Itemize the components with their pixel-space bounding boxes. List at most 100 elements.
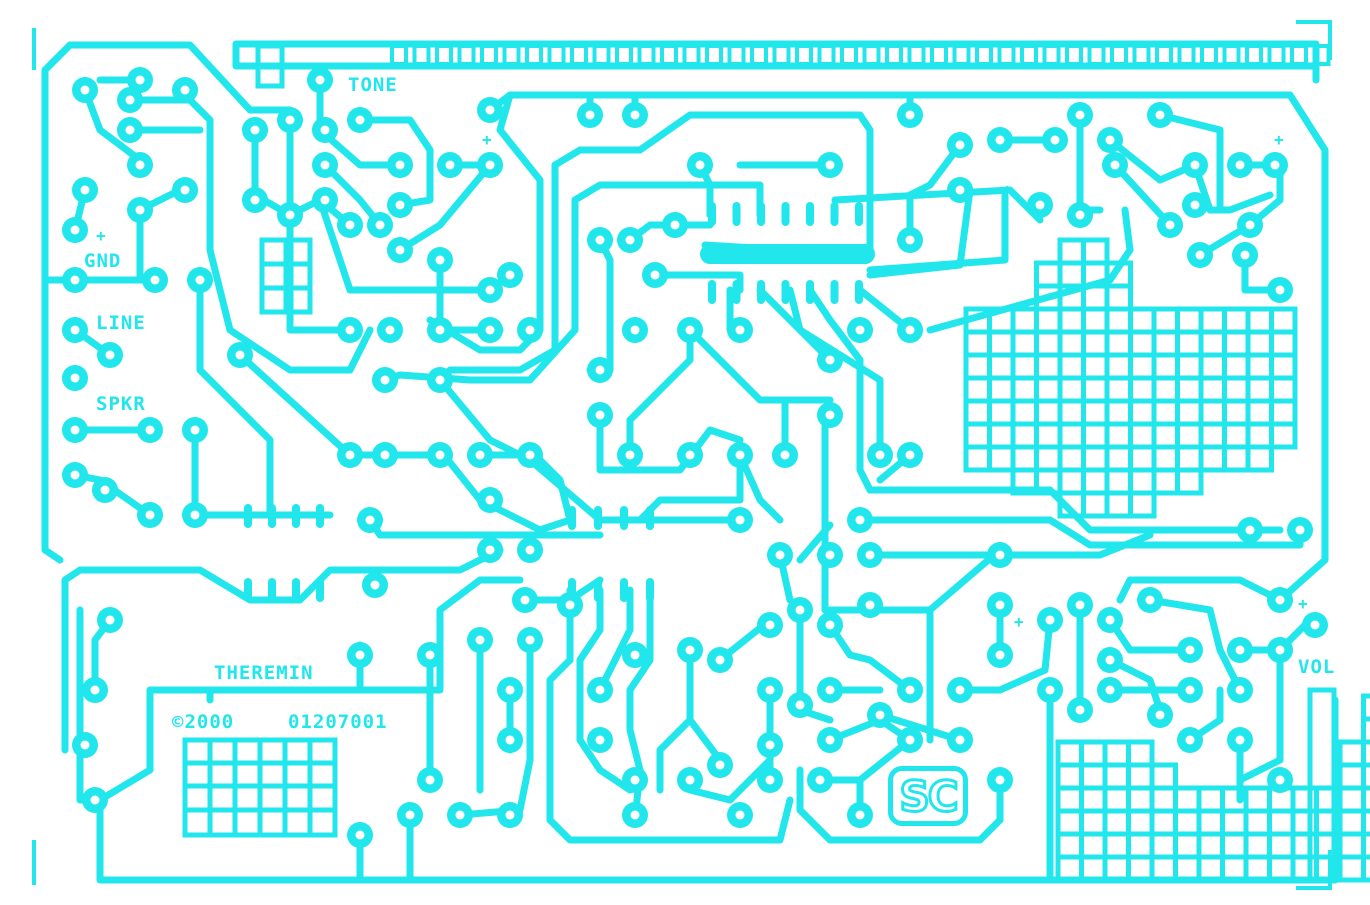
pad-grid-bottom-right: [1055, 687, 1370, 883]
via-hole: [1035, 200, 1045, 210]
via-hole: [320, 160, 330, 170]
via-pads: [62, 67, 1328, 848]
grid-cell: [1151, 444, 1180, 473]
grid-cell: [1173, 785, 1202, 814]
grid-cell: [1361, 716, 1370, 745]
via-hole: [505, 810, 515, 820]
via-hole: [995, 775, 1005, 785]
via-hole: [630, 810, 640, 820]
grid-cell: [1128, 375, 1157, 404]
bus-cell: [997, 44, 1016, 66]
grid-cell: [1269, 306, 1298, 335]
via-hole: [875, 710, 885, 720]
via-hole: [105, 615, 115, 625]
via-hole: [595, 235, 605, 245]
via-hole: [135, 205, 145, 215]
bus-cell: [1110, 44, 1128, 66]
via-hole: [145, 425, 155, 435]
via-hole: [90, 685, 100, 695]
via-hole: [485, 325, 495, 335]
via-hole: [995, 600, 1005, 610]
via-hole: [345, 220, 355, 230]
polarity-mark-3: +: [1274, 130, 1284, 149]
via-hole: [795, 605, 805, 615]
via-hole: [235, 350, 245, 360]
grid-cell: [963, 444, 992, 473]
via-hole: [80, 85, 90, 95]
bus-cell: [1312, 44, 1331, 66]
grid-cell: [1128, 352, 1157, 381]
grid-cell: [1055, 762, 1084, 791]
via-hole: [70, 373, 80, 383]
via-hole: [1270, 160, 1280, 170]
via-hole: [355, 830, 365, 840]
grid-cell: [1010, 329, 1039, 358]
grid-cell: [1057, 237, 1086, 266]
bus-cell: [907, 44, 926, 66]
via-hole: [905, 235, 915, 245]
via-hole: [285, 115, 295, 125]
bus-cell: [1245, 44, 1263, 66]
via-hole: [765, 685, 775, 695]
grid-cell: [1104, 306, 1133, 335]
via-hole: [1310, 620, 1320, 630]
via-hole: [875, 450, 885, 460]
via-hole: [525, 450, 535, 460]
via-hole: [70, 470, 80, 480]
via-hole: [195, 275, 205, 285]
via-hole: [1190, 160, 1200, 170]
bus-cell: [682, 44, 701, 66]
via-hole: [320, 195, 330, 205]
grid-cell: [1269, 329, 1298, 358]
via-hole: [1110, 160, 1120, 170]
sc-logo: SC: [888, 766, 968, 826]
grid-cell: [1337, 808, 1366, 837]
grid-cell: [1081, 375, 1110, 404]
via-hole: [1155, 710, 1165, 720]
bus-cell: [817, 44, 836, 66]
grid-cell: [987, 421, 1016, 450]
grid-cell: [1149, 808, 1178, 837]
via-hole: [905, 450, 915, 460]
grid-cell: [1149, 785, 1178, 814]
via-hole: [190, 425, 200, 435]
bus-cell: [1155, 44, 1173, 66]
grid-cell: [1361, 808, 1370, 837]
grid-cell: [987, 329, 1016, 358]
grid-cell: [1126, 785, 1155, 814]
grid-cell: [963, 329, 992, 358]
bus-cell: [930, 44, 948, 66]
via-hole: [505, 270, 515, 280]
bus-cell: [660, 44, 678, 66]
grid-cell: [1034, 375, 1063, 404]
bus-cell: [592, 44, 611, 66]
via-hole: [695, 160, 705, 170]
via-hole: [1190, 200, 1200, 210]
polarity-mark-4: +: [1002, 180, 1012, 199]
grid-cell: [1057, 260, 1086, 289]
grid-cell: [1151, 329, 1180, 358]
grid-cell: [1243, 808, 1272, 837]
grid-cell: [1337, 762, 1366, 791]
label-part-number: 01207001: [288, 711, 388, 733]
grid-cell: [1010, 398, 1039, 427]
label-line: LINE: [96, 312, 146, 334]
via-hole: [865, 550, 875, 560]
via-hole: [1235, 685, 1245, 695]
bus-cell: [1200, 44, 1218, 66]
via-hole: [670, 220, 680, 230]
via-hole: [1185, 685, 1195, 695]
grid-cell: [1034, 444, 1063, 473]
grid-cell: [987, 375, 1016, 404]
grid-cell: [1081, 444, 1110, 473]
ic-footprint-main: [700, 202, 875, 304]
via-hole: [1165, 220, 1175, 230]
via-hole: [150, 275, 160, 285]
via-hole: [1235, 160, 1245, 170]
via-hole: [355, 115, 365, 125]
bus-cell: [840, 44, 858, 66]
connector-bus-cells: [390, 44, 1331, 66]
via-hole: [1275, 775, 1285, 785]
via-hole: [1105, 135, 1115, 145]
via-hole: [1075, 110, 1085, 120]
